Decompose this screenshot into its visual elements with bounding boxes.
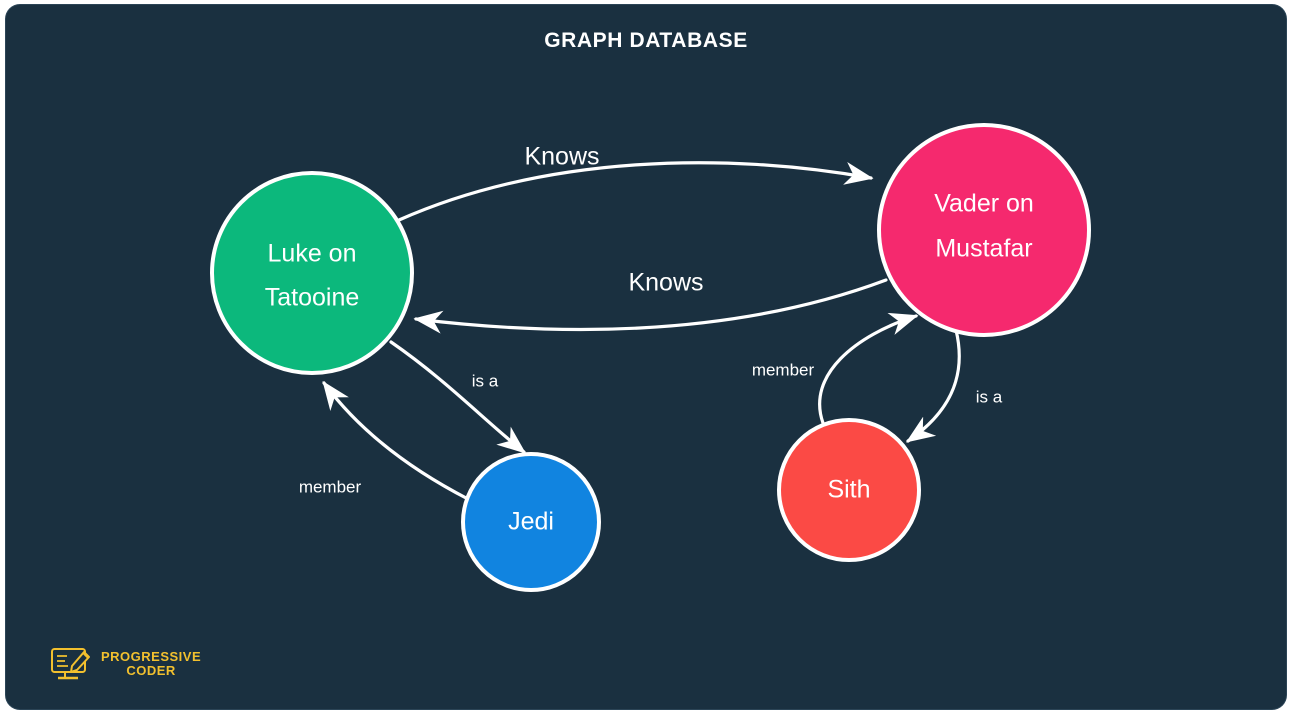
edge-label-is-a-left: is a <box>472 371 499 390</box>
diagram-board: GRAPH DATABASE Knows Knows is a <box>6 5 1286 709</box>
node-circle[interactable] <box>877 123 1091 337</box>
node-vader[interactable]: Vader on Mustafar <box>877 123 1091 337</box>
edge-vader-isa-sith: is a <box>905 328 1003 443</box>
edge-label-knows-bottom: Knows <box>628 269 703 297</box>
node-circle[interactable] <box>461 452 601 592</box>
edge-luke-isa-jedi: is a <box>389 340 526 454</box>
edge-path <box>905 328 961 443</box>
monitor-pencil-icon <box>51 648 90 680</box>
graph-visualization: Knows Knows is a member member is a <box>210 123 1091 592</box>
edge-path <box>389 340 526 454</box>
page-title: GRAPH DATABASE <box>544 29 748 52</box>
edge-label-is-a-right: is a <box>976 387 1003 406</box>
node-sith[interactable]: Sith <box>777 418 921 562</box>
edge-vader-knows-luke: Knows <box>413 269 888 334</box>
node-label-line1: Sith <box>827 476 870 504</box>
progressive-coder-logo: PROGRESSIVE CODER <box>50 646 201 682</box>
node-circle[interactable] <box>210 171 414 375</box>
logo-line-2: CODER <box>126 663 176 678</box>
node-label-line1: Vader on <box>934 190 1034 218</box>
node-circle[interactable] <box>777 418 921 562</box>
edge-path <box>322 380 470 501</box>
node-label-line2: Tatooine <box>265 284 360 312</box>
edge-path <box>818 312 919 425</box>
logo-text: PROGRESSIVE CODER <box>101 648 202 678</box>
edge-label-member-right: member <box>752 360 815 379</box>
node-label-line2: Mustafar <box>935 235 1032 263</box>
edge-luke-knows-vader: Knows <box>397 143 874 222</box>
edge-jedi-member-luke: member <box>299 380 470 501</box>
node-luke[interactable]: Luke on Tatooine <box>210 171 414 375</box>
node-label-line1: Jedi <box>508 508 554 536</box>
node-jedi[interactable]: Jedi <box>461 452 601 592</box>
edge-sith-member-vader: member <box>752 312 919 425</box>
node-label-line1: Luke on <box>268 240 357 268</box>
logo-line-1: PROGRESSIVE <box>101 648 202 664</box>
edge-label-member-left: member <box>299 477 362 496</box>
edge-label-knows-top: Knows <box>524 143 599 171</box>
edge-path <box>397 161 874 222</box>
edge-path <box>413 278 888 334</box>
